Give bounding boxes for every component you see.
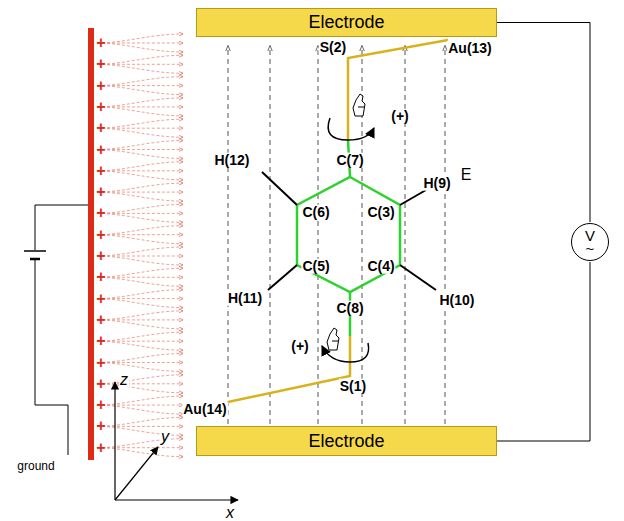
hand-icon	[327, 94, 365, 350]
plate-field	[97, 34, 183, 457]
field-stroke	[97, 299, 183, 308]
battery-circuit	[24, 205, 88, 455]
electrode-label: Electrode	[308, 12, 384, 33]
electrode-box: Electrode	[196, 426, 497, 456]
meter-symbol: ~	[586, 242, 595, 256]
charge-plus: +	[95, 162, 106, 179]
field-stroke	[97, 43, 183, 52]
charge-plus: +	[95, 77, 106, 94]
atom-label: Au(13)	[447, 41, 493, 56]
field-stroke	[97, 396, 183, 405]
field-stroke	[97, 405, 183, 414]
field-stroke	[97, 141, 183, 150]
rotation-arrows	[322, 118, 374, 362]
field-lines	[228, 46, 445, 424]
charge-plus: +	[95, 120, 106, 137]
field-stroke	[97, 128, 183, 137]
atom-label: S(1)	[339, 379, 367, 394]
charge-plus: +	[95, 141, 106, 158]
charge-plus: +	[95, 98, 106, 115]
field-stroke	[97, 363, 183, 372]
charged-plate	[88, 28, 94, 460]
field-stroke	[97, 171, 183, 180]
atom-label: C(7)	[335, 153, 364, 168]
field-stroke	[97, 277, 183, 286]
hydrogen-bonds	[262, 172, 436, 290]
field-stroke	[97, 247, 183, 256]
axis-label: x	[225, 505, 235, 521]
field-stroke	[97, 354, 183, 363]
atom-label: C(8)	[335, 301, 364, 316]
charge-plus: +	[95, 205, 106, 222]
charge-plus: +	[95, 184, 106, 201]
field-stroke	[97, 64, 183, 73]
atom-label: H(12)	[213, 153, 250, 168]
field-stroke	[97, 311, 183, 320]
field-stroke	[97, 235, 183, 244]
field-stroke	[97, 256, 183, 265]
charge-plus: +	[95, 56, 106, 73]
voltmeter-circle: V~	[570, 222, 610, 262]
field-stroke	[97, 226, 183, 235]
field-stroke	[97, 119, 183, 128]
atom-label: Au(14)	[182, 402, 228, 417]
field-stroke	[97, 34, 183, 43]
ground-label: ground	[16, 460, 55, 473]
field-stroke	[97, 98, 183, 107]
charge-plus: +	[95, 226, 106, 243]
field-stroke	[97, 375, 183, 384]
atom-label: S(2)	[319, 40, 347, 55]
field-stroke	[97, 77, 183, 86]
field-stroke	[97, 204, 183, 213]
charge-plus: +	[95, 311, 106, 328]
field-stroke	[97, 426, 183, 435]
field-stroke	[97, 107, 183, 116]
atom-label: H(10)	[438, 293, 475, 308]
charge-plus: +	[95, 397, 106, 414]
charge-plus: +	[95, 354, 106, 371]
meter-symbol: V	[585, 229, 595, 243]
field-stroke	[97, 183, 183, 192]
benzene-ring	[297, 140, 400, 336]
field-stroke	[97, 439, 183, 448]
sign-label: (+)	[290, 339, 310, 354]
atom-label: C(3)	[366, 205, 395, 220]
charge-plus: +	[95, 375, 106, 392]
field-stroke	[97, 162, 183, 171]
field-stroke	[97, 384, 183, 393]
charge-plus: +	[95, 35, 106, 52]
field-stroke	[97, 268, 183, 277]
wire	[497, 262, 590, 441]
field-stroke	[97, 290, 183, 299]
field-stroke	[97, 213, 183, 222]
charge-plus: +	[95, 290, 106, 307]
charge-plus: +	[95, 418, 106, 435]
charge-plus: +	[95, 333, 106, 350]
atom-label: H(9)	[422, 176, 451, 191]
field-stroke	[97, 55, 183, 64]
field-label: E	[460, 167, 473, 184]
charge-plus: +	[95, 269, 106, 286]
electrode-box: Electrode	[196, 8, 497, 37]
charge-plus: +	[95, 439, 106, 456]
axis-label: y	[160, 429, 170, 446]
electrode-label: Electrode	[308, 431, 384, 452]
atom-label: C(4)	[366, 259, 395, 274]
axis-label: z	[119, 372, 129, 389]
gold-wires	[228, 40, 448, 402]
field-stroke	[97, 192, 183, 201]
field-stroke	[97, 150, 183, 159]
atom-label: C(6)	[301, 205, 330, 220]
atom-label: C(5)	[301, 259, 330, 274]
field-stroke	[97, 86, 183, 95]
wire	[497, 23, 590, 223]
atom-label: H(11)	[227, 291, 263, 306]
field-stroke	[97, 341, 183, 350]
sign-label: (+)	[390, 109, 410, 124]
field-stroke	[97, 417, 183, 426]
field-stroke	[97, 448, 183, 457]
field-stroke	[97, 332, 183, 341]
field-stroke	[97, 320, 183, 329]
charge-plus: +	[95, 248, 106, 265]
